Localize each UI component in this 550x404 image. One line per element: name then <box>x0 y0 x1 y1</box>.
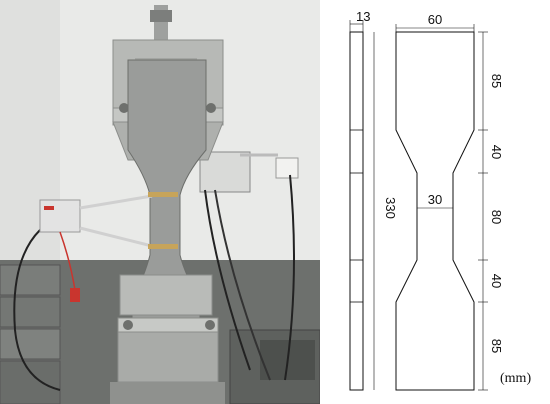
thickness-dimension-label: 13 <box>356 9 370 24</box>
segment-label-transition-bottom: 40 <box>489 274 504 288</box>
segment-label-gauge: 80 <box>489 210 504 224</box>
length-dimension-label: 330 <box>383 197 398 219</box>
side-view <box>349 31 364 391</box>
segment-label-transition-top: 40 <box>489 145 504 159</box>
width-dimension-label: 60 <box>428 12 442 27</box>
neck-width-dimension-label: 30 <box>428 192 442 207</box>
test-setup-photo <box>0 0 320 404</box>
segment-label-grip-top: 85 <box>489 74 504 88</box>
segment-label-grip-bottom: 85 <box>489 339 504 353</box>
specimen-technical-drawing: 13 330 60 30 85 40 80 40 85 <box>320 0 550 404</box>
front-view-outline <box>395 31 475 391</box>
unit-label: (mm) <box>500 371 532 386</box>
